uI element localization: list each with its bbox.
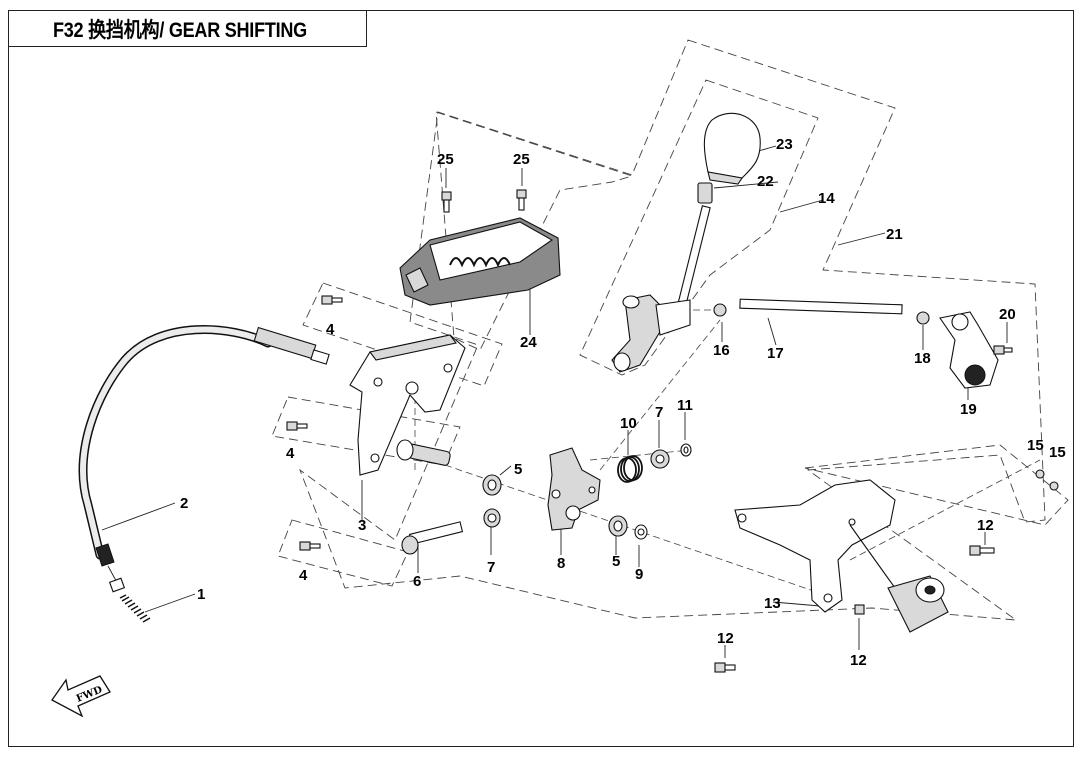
- callout-20: 20: [999, 306, 1016, 323]
- bolt-4-upper: [321, 295, 343, 305]
- callout-17: 17: [767, 345, 784, 362]
- outline-group-4-upper: [302, 282, 503, 387]
- outline-group-21: [299, 39, 1046, 621]
- callout-16: 16: [713, 342, 730, 359]
- callout-18: 18: [914, 350, 931, 367]
- linkage-rod: [739, 298, 903, 315]
- callout-6: 6: [413, 573, 421, 590]
- callout-5-right: 5: [612, 553, 620, 570]
- bolt-25-left: [441, 191, 452, 213]
- shift-knob: [703, 112, 761, 185]
- diagram-frame: [8, 10, 1074, 747]
- bolt-4-mid: [286, 421, 308, 431]
- callout-12-bracket: 12: [850, 652, 867, 669]
- leader-lines: [101, 145, 1008, 658]
- callout-4-upper: 4: [326, 321, 335, 338]
- callout-9: 9: [635, 566, 643, 583]
- lever-sleeve: [697, 182, 713, 204]
- callout-7-right: 7: [655, 404, 663, 421]
- bolt-12-right: [969, 545, 995, 556]
- callout-4-mid: 4: [286, 445, 295, 462]
- bolt-4-lower: [299, 541, 321, 551]
- pivot-pin: [401, 521, 464, 555]
- callout-labels: 1 2 3 4 4 4 5 5 6 7 7 8 9 10 11 12 12 12…: [180, 136, 1066, 669]
- bushing-7-left: [483, 508, 501, 528]
- bolt-12-lower: [714, 662, 736, 673]
- bushing-5-right: [608, 515, 628, 537]
- selector-bracket: [349, 334, 466, 476]
- nut-18: [916, 311, 930, 325]
- callout-11: 11: [677, 397, 693, 414]
- shift-lever: [611, 205, 711, 373]
- callout-5-left: 5: [514, 461, 522, 478]
- alignment-lines: [414, 309, 1041, 601]
- page-title: F32 换挡机构/ GEAR SHIFTING: [53, 18, 307, 42]
- callout-2: 2: [180, 495, 188, 512]
- callout-21: 21: [886, 226, 903, 243]
- callout-1: 1: [197, 586, 205, 603]
- callout-8: 8: [557, 555, 565, 572]
- outline-group-15: [804, 444, 1069, 526]
- title-box: F32 换挡机构/ GEAR SHIFTING: [8, 10, 367, 47]
- callout-13: 13: [764, 595, 781, 612]
- washer-9: [634, 524, 648, 540]
- bolt-25-right: [516, 189, 527, 211]
- bolt-20: [993, 345, 1013, 355]
- callout-12-lower: 12: [717, 630, 734, 647]
- mount-bracket: [734, 479, 949, 633]
- callout-15-right: 15: [1049, 444, 1066, 461]
- callout-22: 22: [757, 173, 774, 190]
- torsion-spring: [617, 455, 643, 483]
- washer-11: [680, 443, 692, 457]
- callout-3: 3: [358, 517, 366, 534]
- bushing-5-left: [482, 474, 502, 496]
- callout-14: 14: [818, 190, 835, 207]
- callout-7-left: 7: [487, 559, 495, 576]
- callout-15-left: 15: [1027, 437, 1044, 454]
- callout-24: 24: [520, 334, 537, 351]
- shift-cable: [78, 325, 330, 623]
- callout-4-lower: 4: [299, 567, 308, 584]
- outline-group-4-lower: [277, 519, 409, 587]
- callout-12-right: 12: [977, 517, 994, 534]
- bolt-12-bracket: [854, 604, 865, 615]
- callout-23: 23: [776, 136, 793, 153]
- nut-16: [713, 303, 727, 317]
- callout-19: 19: [960, 401, 977, 418]
- nut-15-right: [1049, 481, 1059, 491]
- callout-25-left: 25: [437, 151, 454, 168]
- callout-10: 10: [620, 415, 637, 432]
- nut-15-left: [1035, 469, 1045, 479]
- shift-lever-plate: [547, 447, 601, 531]
- callout-25-right: 25: [513, 151, 530, 168]
- forward-direction-arrow: FWD: [51, 675, 111, 718]
- shift-gate-cover: [399, 217, 561, 306]
- bushing-7-right: [650, 449, 670, 469]
- shift-arm: [939, 311, 999, 389]
